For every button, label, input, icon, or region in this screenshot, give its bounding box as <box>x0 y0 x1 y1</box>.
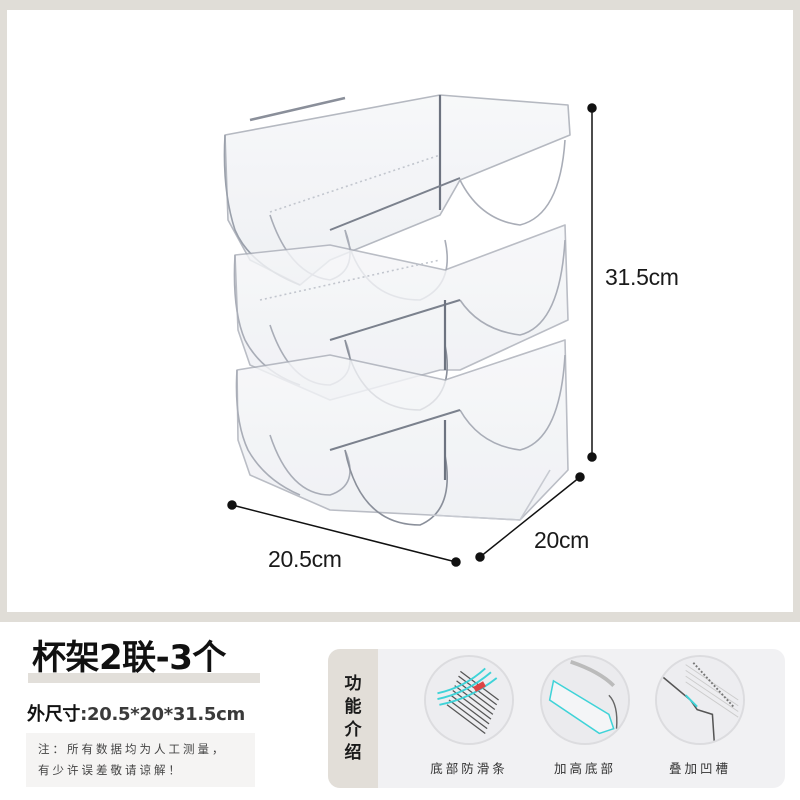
feature-item-anti-slip: 底部防滑条 <box>414 655 524 785</box>
product-title: 杯架2联-3个 <box>32 638 226 678</box>
measurement-note: 注：所有数据均为人工测量， 有少许误差敬请谅解！ <box>26 733 255 787</box>
feature-item-raised-bottom: 加高底部 <box>530 655 640 785</box>
feature-heading-char: 能 <box>344 696 362 717</box>
anti-slip-strip-icon <box>424 655 514 745</box>
feature-heading-char: 介 <box>344 719 362 740</box>
feature-heading-char: 绍 <box>344 742 362 763</box>
note-line-1: 注：所有数据均为人工测量， <box>38 742 227 756</box>
feature-label: 叠加凹槽 <box>668 761 731 776</box>
note-line-2: 有少许误差敬请谅解！ <box>38 763 183 777</box>
outer-size-label: 外尺寸 <box>27 704 81 725</box>
outer-size-value: :20.5*20*31.5cm <box>80 704 245 725</box>
stacking-groove-icon <box>655 655 745 745</box>
depth-dimension-label: 20cm <box>534 527 590 553</box>
feature-label: 底部防滑条 <box>430 761 508 776</box>
rack-tier-top <box>223 94 571 301</box>
product-illustration <box>223 94 597 567</box>
feature-heading-char: 功 <box>344 673 362 694</box>
feature-item-stacking-groove: 叠加凹槽 <box>645 655 755 785</box>
feature-heading: 功 能 介 绍 <box>328 649 378 788</box>
raised-bottom-icon <box>540 655 630 745</box>
dimension-lines <box>227 103 597 567</box>
width-dimension-label: 20.5cm <box>268 546 342 572</box>
title-highlight-bar <box>28 673 260 683</box>
feature-label: 加高底部 <box>553 761 616 776</box>
height-dimension-label: 31.5cm <box>605 264 679 290</box>
product-title-block: 杯架2联-3个 <box>28 636 260 683</box>
outer-size: 外尺寸:20.5*20*31.5cm <box>27 700 245 726</box>
feature-panel: 功 能 介 绍 底部防滑条 <box>328 649 785 788</box>
rack-tier-bottom <box>235 339 569 526</box>
product-image-frame: 31.5cm 20.5cm 20cm <box>0 0 800 622</box>
